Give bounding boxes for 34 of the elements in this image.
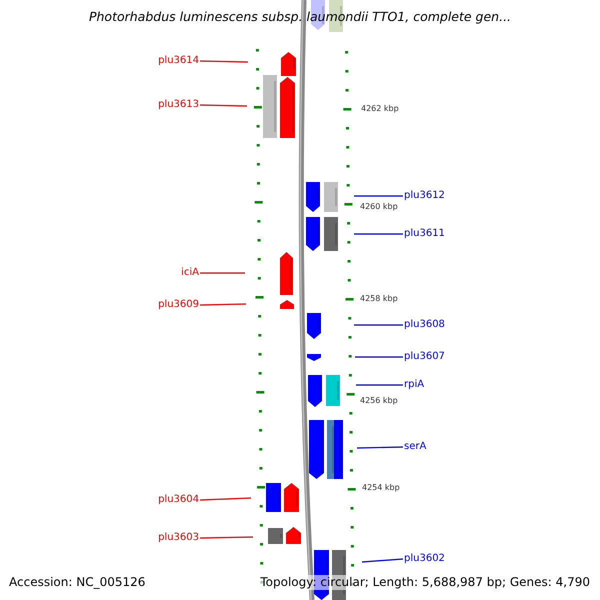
scale-label: 4262 kbp xyxy=(361,104,399,114)
scale-label: 4260 kbp xyxy=(360,202,398,212)
leader-line xyxy=(354,233,403,235)
gene-label: plu3602 xyxy=(404,553,445,565)
gene-label: plu3611 xyxy=(404,228,445,240)
scale-label: 4254 kbp xyxy=(362,483,400,493)
leader-line xyxy=(200,60,248,63)
footer-text: Accession: NC_005126 xyxy=(9,575,146,590)
leader-line xyxy=(200,497,252,501)
gene-label: plu3603 xyxy=(158,532,199,544)
gene-label: plu3608 xyxy=(404,319,445,331)
gene-label: plu3609 xyxy=(158,299,199,311)
leader-line xyxy=(355,356,403,358)
gene-label: plu3613 xyxy=(158,99,199,111)
gene-label: plu3607 xyxy=(404,351,445,363)
gene-label: rpiA xyxy=(404,379,424,391)
gene-label: plu3604 xyxy=(158,494,199,506)
leader-line xyxy=(200,303,246,306)
gene-label: plu3612 xyxy=(404,190,445,202)
scale-label: 4258 kbp xyxy=(360,294,398,304)
gene-label: serA xyxy=(404,441,426,453)
leader-line xyxy=(200,536,254,539)
gene-label: plu3614 xyxy=(158,55,199,67)
gene-label: iciA xyxy=(181,267,199,279)
leader-line xyxy=(354,324,403,326)
scale-label: 4256 kbp xyxy=(360,396,398,406)
leader-line xyxy=(354,195,403,197)
leader-line xyxy=(356,446,404,449)
leader-line xyxy=(200,272,245,274)
footer-text: Topology: circular; Length: 5,688,987 bp; Genes: 4,790 xyxy=(260,575,590,590)
leader-line xyxy=(356,384,403,386)
map-title: Photorhabdus luminescens subsp. laumondii TTO1, complete gen... xyxy=(88,9,512,25)
leader-line xyxy=(200,104,248,107)
leader-line xyxy=(362,558,404,563)
